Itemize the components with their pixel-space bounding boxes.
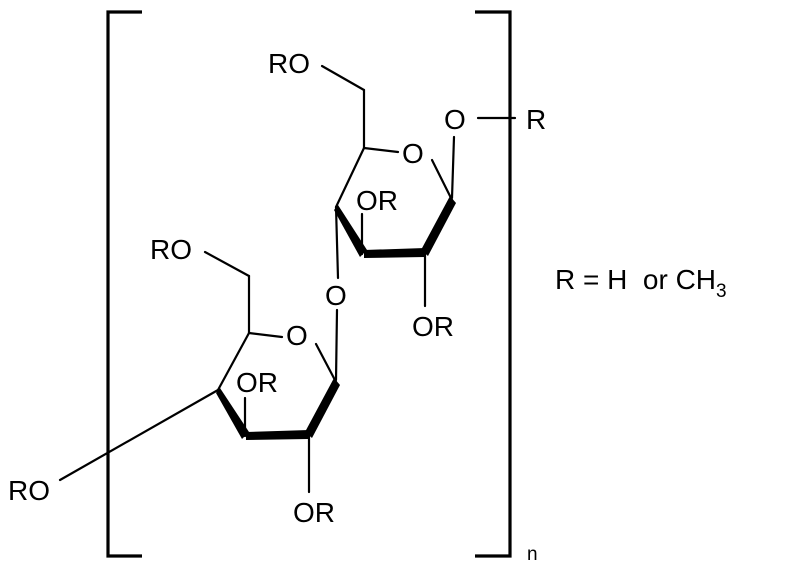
legend-text: R = H or CH: [555, 264, 716, 295]
repeat-subscript-n: n: [527, 544, 538, 565]
label-ro-c4-bottom: RO: [8, 475, 50, 506]
bond-c5-ringO-top: [362, 146, 400, 154]
bond-c4-c5-top: [334, 146, 366, 209]
wedge-c1-c2-bottom: [305, 378, 340, 438]
label-ring-o-bottom: O: [286, 320, 308, 351]
svg-text:R = H or CH3: R = H or CH3: [555, 264, 727, 302]
label-or-c3-top: OR: [356, 185, 398, 216]
bond-ro-ch2-bottom: [203, 250, 251, 278]
bond-ringO-c1-bottom: [314, 342, 338, 384]
bond-c4-c5-bottom: [216, 331, 251, 392]
wedge-c2-c3-top: [364, 248, 425, 258]
wedge-c2-c3-bottom: [246, 430, 309, 440]
bond-c1-glycoO-top: [450, 135, 456, 200]
label-link-o: O: [325, 280, 347, 311]
lower-glucose-ring: [58, 250, 340, 494]
label-or-c2-top: OR: [412, 311, 454, 342]
label-or-c2-bottom: OR: [293, 497, 335, 528]
upper-glucose-ring: [320, 64, 517, 308]
bond-c4-ro-bottom: [58, 388, 220, 482]
wedge-c3-c4-top: [334, 205, 367, 257]
label-or-c3-bottom: OR: [236, 367, 278, 398]
left-bracket: [106, 10, 142, 558]
label-ro-ch2-top: RO: [268, 48, 310, 79]
bond-ringO-c1-top: [430, 158, 454, 202]
label-ro-ch2-bottom: RO: [150, 234, 192, 265]
label-terminal-r: R: [526, 104, 546, 135]
bond-c4-linkO: [334, 205, 340, 280]
bond-linkO-c1-bottom: [334, 308, 339, 382]
wedge-c3-c4-bottom: [216, 388, 249, 439]
label-ring-o-top: O: [402, 138, 424, 169]
right-bracket: [475, 10, 512, 558]
bond-c5-ringO-bottom: [247, 331, 284, 339]
wedge-c1-c2-top: [421, 196, 456, 256]
bond-ro-ch2-top: [320, 64, 366, 92]
legend-subscript: 3: [716, 281, 727, 302]
label-glycosidic-o-top: O: [444, 104, 466, 135]
r-group-legend: R = H or CH3: [555, 264, 727, 302]
